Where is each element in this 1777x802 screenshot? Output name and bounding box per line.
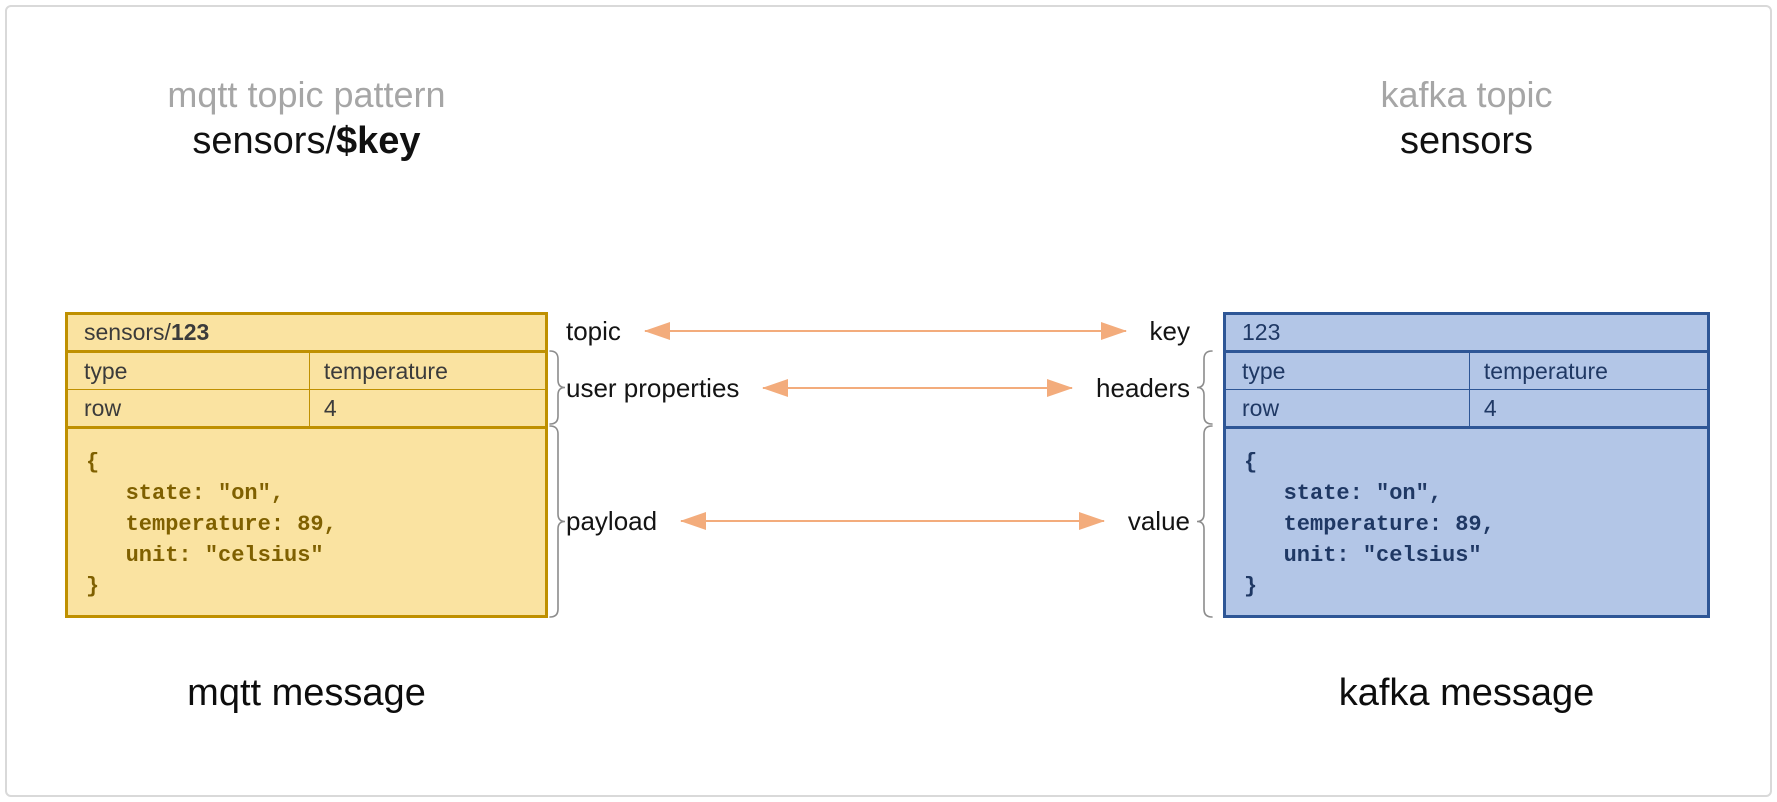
mqtt-user-properties-brace <box>549 350 566 425</box>
mqtt-topic-prefix: sensors/ <box>192 120 337 162</box>
kafka-header-row: type temperature <box>1226 353 1707 390</box>
kafka-value-brace <box>1196 425 1213 618</box>
mqtt-property-value: temperature <box>308 353 545 389</box>
mqtt-topic-row: sensors/123 <box>68 315 545 353</box>
kafka-topic-value: sensors <box>1399 120 1534 162</box>
mqtt-payload-brace <box>549 425 566 618</box>
mqtt-payload-json: { state: "on", temperature: 89, unit: "c… <box>86 450 337 599</box>
mqtt-topic-key-placeholder: $key <box>336 120 421 162</box>
kafka-header-value: 4 <box>1468 390 1707 426</box>
kafka-topic-title: kafka topic sensors <box>1223 72 1710 164</box>
mqtt-property-key: row <box>84 394 122 421</box>
bidirectional-arrow-icon <box>643 322 1127 340</box>
mqtt-field-label-payload: payload <box>566 505 658 536</box>
kafka-message-caption: kafka message <box>1338 672 1595 714</box>
kafka-field-label-value: value <box>1127 505 1190 536</box>
mqtt-topic-row-key: 123 <box>170 319 210 345</box>
mqtt-message-caption: mqtt message <box>187 672 426 714</box>
kafka-field-label-headers: headers <box>1096 372 1190 403</box>
kafka-header-row: row 4 <box>1226 390 1707 429</box>
mqtt-field-label-user-properties: user properties <box>566 372 740 403</box>
mqtt-message-box: sensors/123 type temperature row 4 { sta… <box>65 312 548 618</box>
kafka-key-row: 123 <box>1226 315 1707 353</box>
kafka-header-key: row <box>1242 394 1280 421</box>
mqtt-user-property-row: type temperature <box>68 353 545 390</box>
mqtt-topic-pattern-label: mqtt topic pattern <box>167 74 446 115</box>
mqtt-user-property-row: row 4 <box>68 390 545 429</box>
bidirectional-arrow-icon <box>762 379 1073 397</box>
mqtt-topic-row-prefix: sensors/ <box>84 319 171 345</box>
mapping-row-topic-key: topic key <box>566 311 1190 351</box>
kafka-message-box: 123 type temperature row 4 { state: "on"… <box>1223 312 1710 618</box>
kafka-header-key: type <box>1242 357 1286 384</box>
mapping-row-payload-value: payload value <box>566 501 1190 541</box>
kafka-header-value: temperature <box>1468 353 1707 389</box>
mqtt-topic-pattern-value: sensors/$key <box>65 118 548 164</box>
mqtt-field-label-topic: topic <box>566 315 621 346</box>
kafka-value-json: { state: "on", temperature: 89, unit: "c… <box>1244 450 1495 599</box>
kafka-topic-label: kafka topic <box>1380 74 1553 115</box>
mqtt-property-key: type <box>84 357 128 384</box>
mqtt-property-value: 4 <box>308 390 545 426</box>
kafka-field-label-key: key <box>1149 315 1190 346</box>
mqtt-topic-pattern-title: mqtt topic pattern sensors/$key <box>65 72 548 164</box>
mapping-row-userproperties-headers: user properties headers <box>566 368 1190 408</box>
bidirectional-arrow-icon <box>680 512 1105 530</box>
kafka-headers-brace <box>1196 350 1213 425</box>
